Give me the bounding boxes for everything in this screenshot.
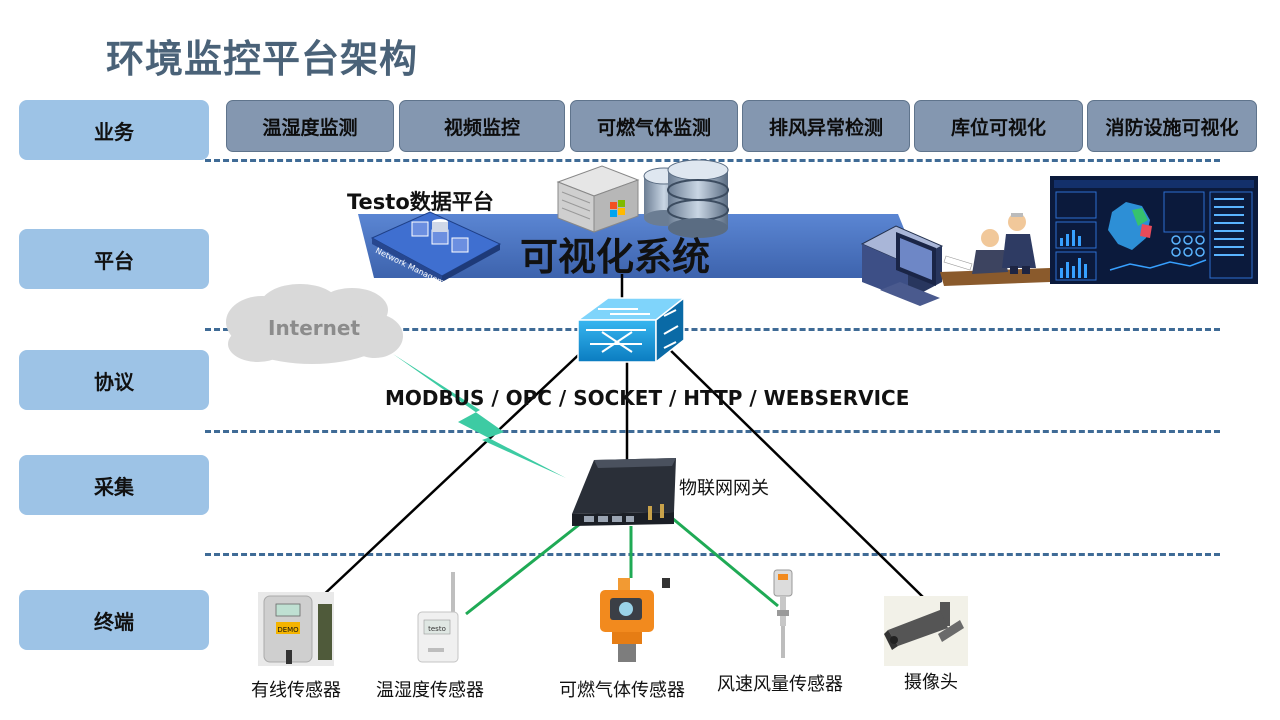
business-exhaust: 排风异常检测 [742, 100, 910, 152]
page-title: 环境监控平台架构 [106, 37, 419, 81]
computer-icon [860, 225, 944, 306]
wind-sensor-icon [773, 569, 793, 658]
layer-platform: 平台 [19, 229, 209, 289]
platform-band [358, 214, 924, 278]
terminal-label-th: 温湿度传感器 [376, 680, 484, 701]
business-temp-humidity: 温湿度监测 [226, 100, 394, 152]
divider-line [205, 328, 1220, 331]
terminal-label-wind: 风速风量传感器 [717, 674, 843, 695]
wireless-link-icon [393, 354, 566, 478]
testo-platform-label: Testo数据平台 [347, 190, 494, 214]
protocol-label: MODBUS / OPC / SOCKET / HTTP / WEBSERVIC… [385, 386, 910, 410]
layer-business: 业务 [19, 100, 209, 160]
business-video: 视频监控 [399, 100, 565, 152]
people-icon [940, 213, 1050, 286]
business-storage: 库位可视化 [914, 100, 1083, 152]
gateway-label: 物联网网关 [679, 478, 769, 499]
network-management-icon [370, 211, 502, 282]
internet-cloud-icon [226, 284, 403, 364]
terminal-label-wired: 有线传感器 [251, 680, 341, 701]
business-gas: 可燃气体监测 [570, 100, 738, 152]
business-fire: 消防设施可视化 [1087, 100, 1257, 152]
gas-sensor-icon [600, 578, 670, 662]
wired-sensor-icon [258, 592, 334, 666]
link-switch-wired-sensor [317, 345, 589, 601]
network-switch-icon [575, 296, 687, 364]
visualization-system-label: 可视化系统 [520, 235, 711, 279]
th-sensor-icon [417, 572, 459, 663]
layer-terminal: 终端 [19, 590, 209, 650]
internet-label: Internet [268, 316, 361, 340]
terminal-label-camera: 摄像头 [904, 672, 958, 693]
th-sensor-brand-text: testo [428, 625, 446, 633]
server-icon [556, 165, 640, 233]
dashboard-screen-icon [1050, 176, 1258, 284]
divider-line [205, 430, 1220, 433]
link-switch-camera [663, 343, 925, 599]
link-gateway-wind-sensor [671, 516, 779, 608]
layer-protocol: 协议 [19, 350, 209, 410]
divider-line [205, 159, 1220, 162]
terminal-label-gas: 可燃气体传感器 [559, 680, 685, 701]
link-gateway-th-sensor [465, 518, 586, 616]
divider-line [205, 553, 1220, 556]
iot-gateway-icon [572, 458, 676, 526]
camera-icon [884, 596, 968, 666]
database-icon [643, 159, 729, 238]
wired-sensor-screen-text: DEMO [277, 626, 299, 634]
layer-collection: 采集 [19, 455, 209, 515]
